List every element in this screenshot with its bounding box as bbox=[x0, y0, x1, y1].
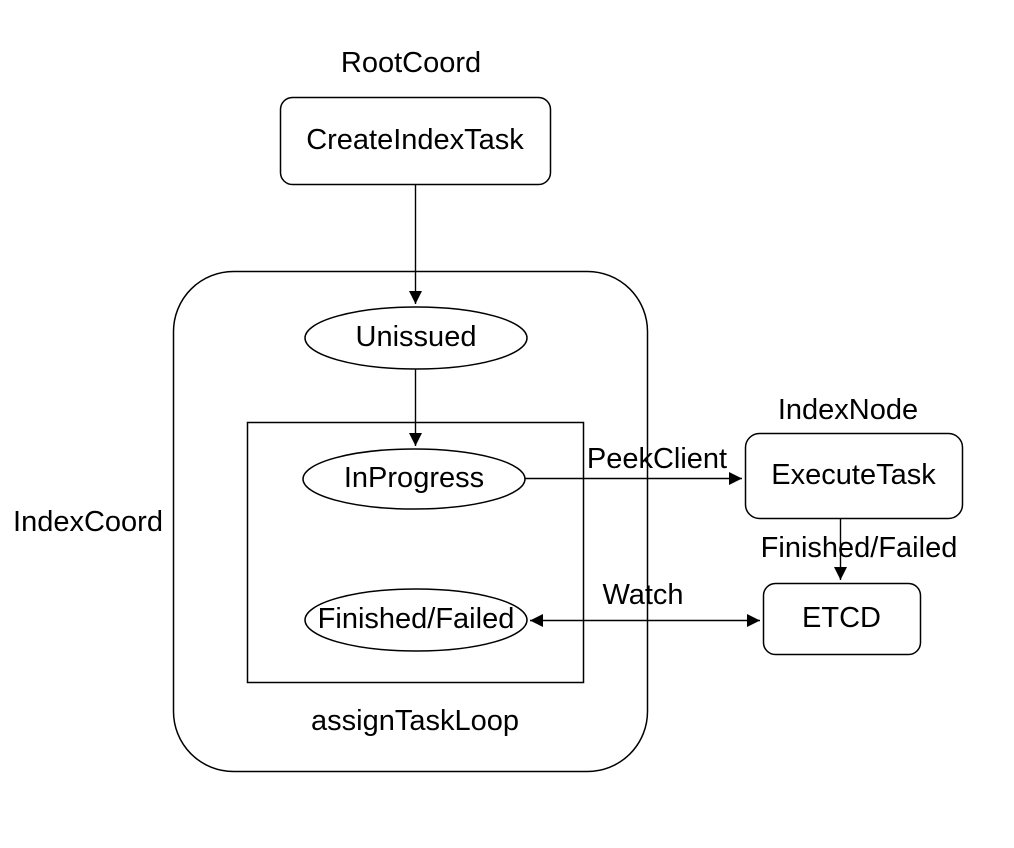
finished-failed-edge-label: Finished/Failed bbox=[760, 532, 958, 565]
assign-task-loop-label: assignTaskLoop bbox=[311, 705, 519, 738]
finished-failed-node bbox=[304, 588, 528, 652]
execute-task-label: ExecuteTask bbox=[771, 458, 936, 491]
execute-task-node bbox=[744, 432, 964, 520]
in-progress-label: InProgress bbox=[343, 462, 485, 495]
index-node-group-label: IndexNode bbox=[777, 394, 919, 427]
root-coord-group-label: RootCoord bbox=[340, 47, 482, 80]
index-coord-group-label: IndexCoord bbox=[13, 506, 163, 539]
etcd-node bbox=[762, 582, 922, 656]
index-coord-container bbox=[172, 270, 649, 773]
create-index-task-label: CreateIndexTask bbox=[306, 123, 524, 156]
peek-client-edge-label: PeekClient bbox=[586, 443, 728, 476]
unissued-label: Unissued bbox=[355, 321, 477, 354]
finished-failed-label: Finished/Failed bbox=[317, 603, 515, 636]
watch-edge-label: Watch bbox=[602, 579, 684, 612]
etcd-label: ETCD bbox=[802, 601, 881, 634]
